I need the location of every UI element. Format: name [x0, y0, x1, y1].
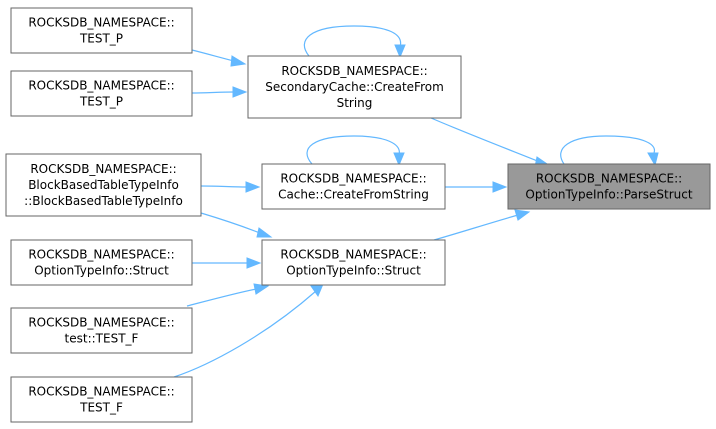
arrowhead-icon: [492, 181, 508, 193]
edge-secondary_cache-to-parse_struct: [430, 117, 552, 168]
node-box: [10, 376, 193, 423]
edge-cache_create-to-parse_struct: [444, 181, 508, 193]
node-label-line: ::BlockBasedTableTypeInfo: [24, 194, 183, 208]
node-label-line: TEST_P: [79, 32, 123, 46]
edge-secondary_cache-to-secondary_cache: [303, 25, 406, 59]
arrowhead-icon: [393, 152, 405, 167]
node-box: [10, 7, 193, 54]
node-box: [5, 153, 202, 217]
node-label-line: OptionTypeInfo::ParseStruct: [525, 188, 692, 202]
node-bbt[interactable]: ROCKSDB_NAMESPACE::BlockBasedTableTypeIn…: [5, 153, 202, 217]
node-box: [507, 163, 711, 210]
node-label-line: ROCKSDB_NAMESPACE::: [280, 172, 426, 186]
arrowhead-icon: [394, 44, 406, 59]
node-test-p-2[interactable]: ROCKSDB_NAMESPACE::TEST_P: [10, 70, 193, 117]
edge-parse_struct-to-parse_struct: [560, 135, 659, 167]
node-label-line: Cache::CreateFromString: [278, 188, 429, 202]
node-label-line: OptionTypeInfo::Struct: [34, 264, 169, 278]
arrowhead-icon: [232, 86, 248, 98]
edge-line: [191, 49, 235, 62]
edge-test_p_2-to-secondary_cache: [191, 86, 248, 98]
node-oti-struct-left[interactable]: ROCKSDB_NAMESPACE::OptionTypeInfo::Struc…: [10, 239, 193, 286]
edge-line: [186, 288, 257, 307]
node-label-line: String: [337, 96, 373, 110]
node-oti-struct[interactable]: ROCKSDB_NAMESPACE::OptionTypeInfo::Struc…: [261, 239, 446, 286]
arrowhead-icon: [647, 152, 659, 167]
node-box: [10, 239, 193, 286]
edge-test_test_f-to-oti_struct: [186, 283, 270, 307]
node-box: [261, 163, 446, 210]
arrowhead-icon: [514, 209, 531, 221]
node-box: [247, 55, 462, 119]
node-label-line: ROCKSDB_NAMESPACE::: [536, 172, 682, 186]
node-label-line: ROCKSDB_NAMESPACE::: [28, 316, 174, 330]
edge-test_p_1-to-secondary_cache: [191, 49, 247, 67]
edge-line: [200, 212, 261, 234]
edge-line: [173, 290, 317, 378]
edge-test_f-to-oti_struct: [173, 283, 324, 378]
arrowhead-icon: [253, 283, 270, 295]
node-label-line: ROCKSDB_NAMESPACE::: [30, 162, 176, 176]
edge-line: [430, 117, 541, 163]
node-label-line: ROCKSDB_NAMESPACE::: [28, 16, 174, 30]
edge-line: [303, 25, 402, 57]
edge-line: [433, 214, 519, 241]
node-box: [10, 307, 193, 354]
node-secondary-cache[interactable]: ROCKSDB_NAMESPACE::SecondaryCache::Creat…: [247, 55, 462, 119]
node-box: [261, 239, 446, 286]
node-test-test-f[interactable]: ROCKSDB_NAMESPACE::test::TEST_F: [10, 307, 193, 354]
node-label-line: OptionTypeInfo::Struct: [286, 264, 421, 278]
nodes-layer: ROCKSDB_NAMESPACE::TEST_PROCKSDB_NAMESPA…: [5, 7, 711, 423]
node-test-p-1[interactable]: ROCKSDB_NAMESPACE::TEST_P: [10, 7, 193, 54]
arrowhead-icon: [256, 227, 273, 238]
arrowhead-icon: [245, 181, 261, 193]
node-label-line: BlockBasedTableTypeInfo: [28, 178, 179, 192]
edge-oti_struct_left-to-oti_struct: [192, 257, 262, 269]
arrowhead-icon: [246, 257, 262, 269]
node-test-f[interactable]: ROCKSDB_NAMESPACE::TEST_F: [10, 376, 193, 423]
node-label-line: TEST_P: [79, 95, 123, 109]
edge-line: [191, 91, 235, 94]
edge-line: [200, 185, 248, 188]
node-label-line: ROCKSDB_NAMESPACE::: [28, 79, 174, 93]
node-label-line: test::TEST_F: [65, 332, 139, 346]
edge-bbt-to-oti_struct: [200, 212, 273, 238]
node-label-line: ROCKSDB_NAMESPACE::: [28, 385, 174, 399]
node-label-line: ROCKSDB_NAMESPACE::: [280, 248, 426, 262]
edge-cache_create-to-cache_create: [306, 135, 405, 167]
edge-line: [306, 135, 400, 165]
node-label-line: ROCKSDB_NAMESPACE::: [28, 248, 174, 262]
node-label-line: ROCKSDB_NAMESPACE::: [281, 64, 427, 78]
node-box: [10, 70, 193, 117]
node-cache-create[interactable]: ROCKSDB_NAMESPACE::Cache::CreateFromStri…: [261, 163, 446, 210]
edges-layer: [173, 25, 659, 378]
edge-bbt-to-cache_create: [200, 181, 261, 193]
node-parse-struct[interactable]: ROCKSDB_NAMESPACE::OptionTypeInfo::Parse…: [507, 163, 711, 210]
node-label-line: SecondaryCache::CreateFrom: [265, 80, 444, 94]
arrowhead-icon: [230, 55, 247, 67]
edge-oti_struct-to-parse_struct: [433, 209, 531, 241]
node-label-line: TEST_F: [79, 401, 123, 415]
edge-line: [560, 135, 656, 165]
